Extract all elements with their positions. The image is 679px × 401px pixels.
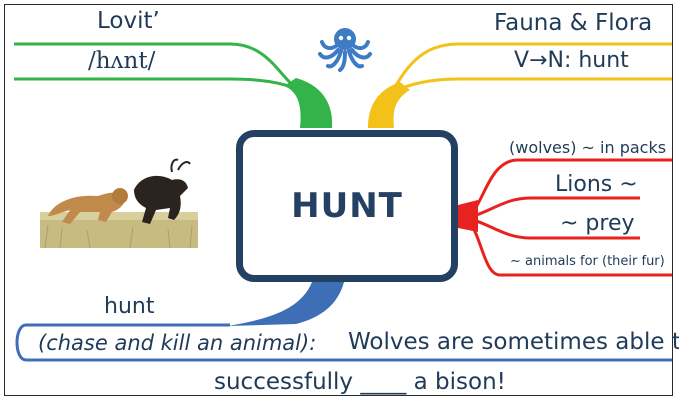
central-topic-label: HUNT — [291, 186, 403, 226]
red-item-4: ~ animals for (their fur) — [510, 254, 665, 269]
canvas-frame — [4, 4, 673, 396]
red-item-1: (wolves) ~ in packs — [509, 138, 667, 157]
lion-shape — [48, 188, 128, 224]
green-trunk — [284, 78, 333, 128]
yellow-trunk — [368, 82, 410, 128]
green-branch-top-label: Lovit’ — [97, 8, 160, 34]
yellow-branch-bottom-label: V→N: hunt — [514, 48, 629, 73]
blue-branch-word: hunt — [104, 294, 155, 319]
red-item-2: Lions ~ — [555, 172, 638, 197]
example-sentence-line-1: Wolves are sometimes able to — [348, 329, 679, 355]
yellow-branch-top-label: Fauna & Flora — [494, 10, 653, 36]
blue-branch — [15, 323, 672, 362]
green-branch — [14, 42, 301, 92]
central-topic: HUNT — [236, 130, 458, 282]
lion-chasing-wildebeest-photo — [40, 158, 198, 248]
wildebeest-shape — [134, 158, 191, 224]
definition-text: (chase and kill an animal): — [38, 331, 317, 355]
phonetic-transcription: /hʌnt/ — [88, 48, 156, 74]
example-sentence-line-2: successfully ____ a bison! — [214, 369, 506, 395]
red-trunk — [458, 200, 478, 232]
blue-trunk — [228, 282, 344, 326]
octopus-logo-icon — [318, 28, 372, 72]
red-item-3: ~ prey — [560, 211, 635, 236]
